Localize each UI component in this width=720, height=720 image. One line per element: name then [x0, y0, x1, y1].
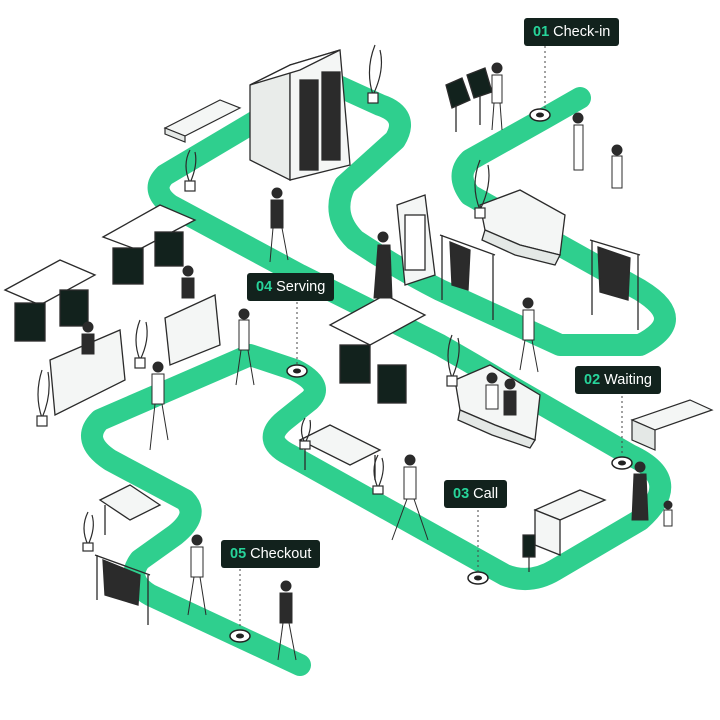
step-title: Waiting: [604, 372, 652, 388]
person-checkin: [491, 62, 503, 131]
display-table-1: [298, 424, 382, 480]
service-counter-2: [101, 204, 221, 366]
display-table-2: [98, 484, 162, 535]
checkin-kiosks: [445, 67, 493, 132]
plant-6: [446, 334, 460, 387]
folded-clothes-shelf-2: [630, 399, 714, 451]
step-number: 04: [256, 279, 273, 295]
plant-1: [367, 44, 383, 104]
plant-2: [184, 149, 197, 192]
folded-clothes-shelf-1: [163, 99, 242, 143]
person-waiting-1: [485, 372, 499, 410]
person-checkout: [277, 580, 297, 661]
marker-call: [467, 571, 489, 585]
step-number: 05: [230, 546, 247, 562]
step-number: 01: [533, 24, 550, 40]
clothing-rack-3: [94, 554, 151, 625]
sale-sign: [522, 534, 536, 572]
person-walking-1: [391, 454, 429, 541]
plant-7: [299, 417, 312, 450]
step-title: Call: [473, 486, 499, 502]
person-staff-2: [181, 265, 195, 299]
plant-9: [82, 511, 94, 552]
step-number: 03: [453, 486, 470, 502]
plant-4: [134, 319, 148, 369]
person-waiting-2: [503, 378, 517, 416]
person-staff-1: [572, 112, 584, 171]
step-number: 02: [584, 372, 601, 388]
people: [81, 62, 673, 661]
marker-serving: [286, 364, 308, 378]
service-counter-3: [328, 294, 427, 404]
step-title: Checkout: [250, 546, 312, 562]
person-customer-5: [187, 534, 207, 616]
fitting-rooms: [249, 49, 351, 182]
person-mother-child: [631, 461, 673, 527]
plant-3: [474, 159, 490, 219]
person-customer-3: [235, 308, 255, 386]
person-customer-1: [611, 144, 623, 189]
plant-5: [36, 369, 50, 427]
person-shopper-1: [269, 187, 289, 263]
clothing-rack-1: [439, 234, 496, 320]
plant-8: [372, 454, 384, 495]
label-connectors: [239, 46, 623, 629]
marker-checkout: [229, 629, 251, 643]
step-title: Serving: [276, 279, 326, 295]
clothing-rack-2: [589, 239, 641, 330]
step-title: Check-in: [553, 24, 611, 40]
person-customer-4: [149, 361, 169, 451]
plants: [36, 44, 490, 552]
display-screen: [396, 194, 436, 286]
sofa-checkin: [479, 189, 566, 266]
person-staff-3: [81, 321, 95, 355]
marker-checkin: [529, 108, 551, 122]
shoe-shelf: [533, 489, 607, 556]
marker-waiting: [611, 456, 633, 470]
service-counter-1: [3, 259, 126, 417]
step-markers: [229, 108, 633, 643]
person-mannequin: [373, 231, 393, 299]
person-customer-2: [519, 297, 539, 373]
